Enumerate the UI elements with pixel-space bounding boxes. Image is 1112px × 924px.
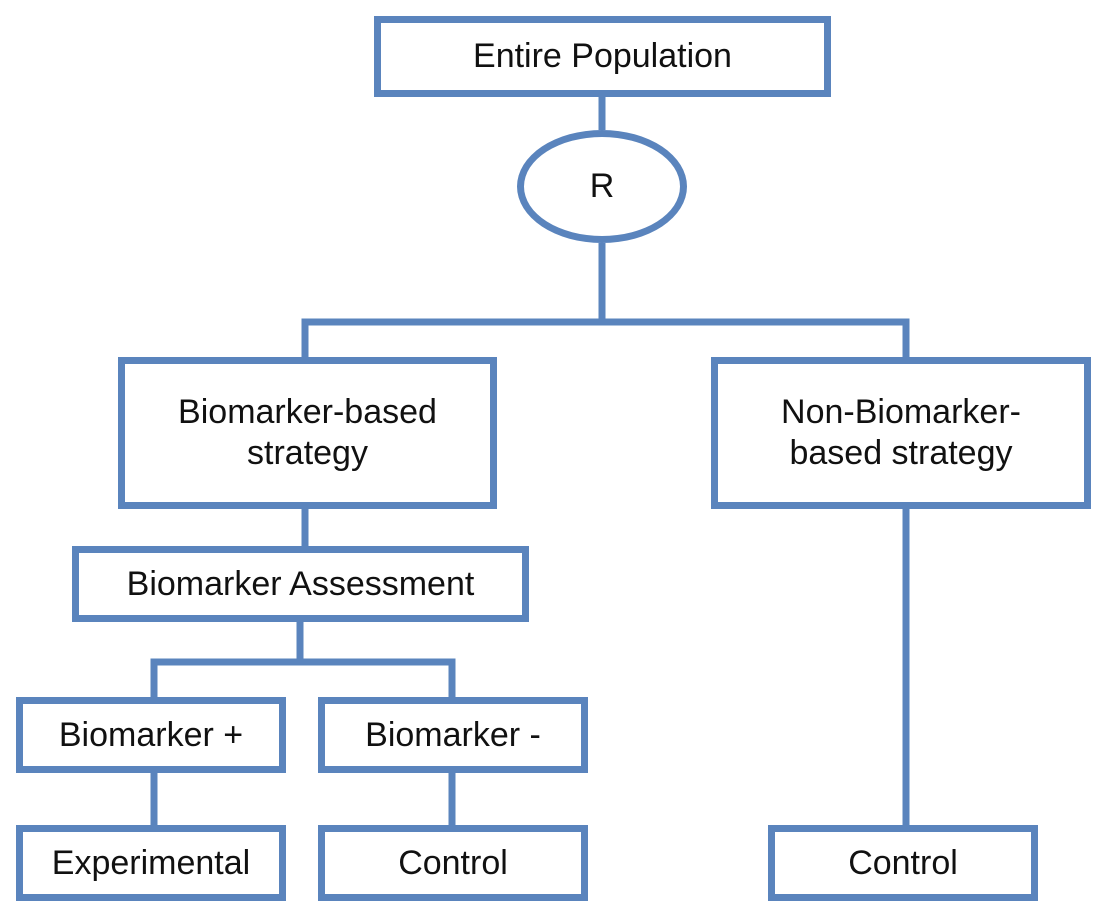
entire-population-label: Entire Population [473, 37, 732, 76]
biomarker-positive-box: Biomarker + [16, 697, 286, 773]
non-biomarker-based-strategy-line1: Non-Biomarker- [781, 393, 1021, 432]
biomarker-negative-label: Biomarker - [365, 715, 541, 754]
control-arm-right-box: Control [768, 825, 1038, 901]
biomarker-based-strategy-box: Biomarker-based strategy [118, 357, 497, 509]
experimental-arm-box: Experimental [16, 825, 286, 901]
control-arm-left-label: Control [398, 843, 508, 882]
biomarker-based-strategy-line1: Biomarker-based [178, 393, 437, 432]
entire-population-box: Entire Population [374, 16, 831, 97]
biomarker-based-strategy-line2: strategy [247, 434, 368, 472]
randomization-node: R [517, 130, 687, 243]
non-biomarker-based-strategy-line2: based strategy [789, 434, 1013, 472]
control-arm-right-label: Control [848, 843, 958, 882]
randomization-label: R [589, 167, 615, 206]
biomarker-negative-box: Biomarker - [318, 697, 588, 773]
biomarker-assessment-label: Biomarker Assessment [126, 564, 475, 603]
biomarker-positive-label: Biomarker + [58, 715, 244, 754]
control-arm-left-box: Control [318, 825, 588, 901]
biomarker-assessment-box: Biomarker Assessment [72, 546, 529, 622]
experimental-arm-label: Experimental [51, 843, 251, 882]
non-biomarker-based-strategy-box: Non-Biomarker- based strategy [711, 357, 1091, 509]
